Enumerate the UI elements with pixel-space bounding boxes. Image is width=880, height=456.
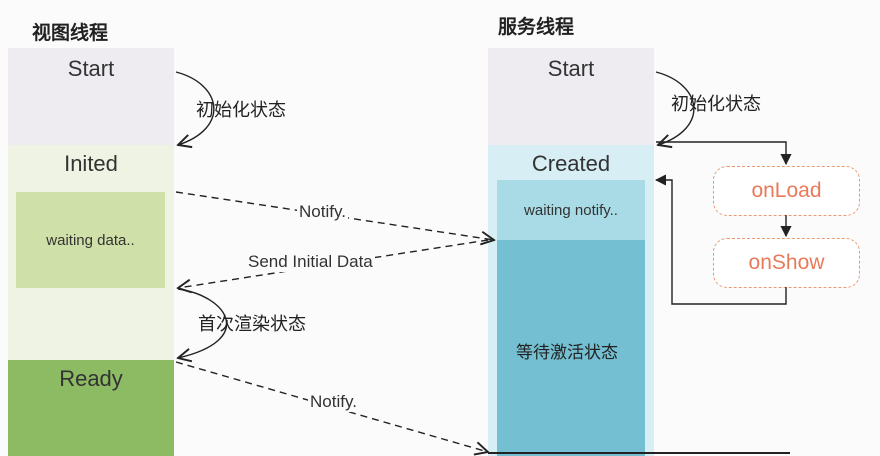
service-start-label: Start: [547, 56, 595, 81]
notify-label-2: Notify.: [308, 392, 359, 412]
view-start-block: Start: [8, 48, 174, 145]
first-render-state-label: 首次渲染状态: [198, 314, 306, 335]
view-waiting-data-label: waiting data..: [46, 231, 135, 249]
service-waiting-notify-label: waiting notify..: [524, 201, 618, 219]
onload-pill: onLoad: [713, 166, 860, 216]
view-ready-label: Ready: [59, 366, 123, 391]
service-start-block: Start: [488, 48, 654, 145]
service-waiting-notify-block: waiting notify..: [497, 180, 645, 240]
view-init-arrow: [175, 71, 215, 145]
service-init-state-label: 初始化状态: [671, 94, 761, 115]
view-inited-label: Inited: [64, 151, 118, 176]
view-waiting-data-block: waiting data..: [16, 192, 165, 288]
view-ready-block: Ready: [8, 360, 174, 456]
onshow-pill: onShow: [713, 238, 860, 288]
view-thread-title: 视图线程: [32, 22, 109, 44]
view-start-label: Start: [67, 56, 115, 81]
view-init-state-label: 初始化状态: [196, 100, 286, 121]
service-init-arrow: [655, 71, 695, 145]
send-initial-data-label: Send Initial Data: [246, 252, 375, 272]
onshow-to-created-arrow: [654, 174, 787, 305]
first-render-arrow: [178, 288, 228, 358]
service-awaiting-label: 等待激活状态: [516, 343, 618, 363]
service-awaiting-block: 等待激活状态: [497, 240, 645, 456]
service-thread-title: 服务线程: [498, 16, 575, 38]
created-to-onload-arrow: [656, 141, 792, 166]
notify-label-1: Notify.: [297, 202, 348, 222]
service-created-label: Created: [531, 151, 611, 176]
